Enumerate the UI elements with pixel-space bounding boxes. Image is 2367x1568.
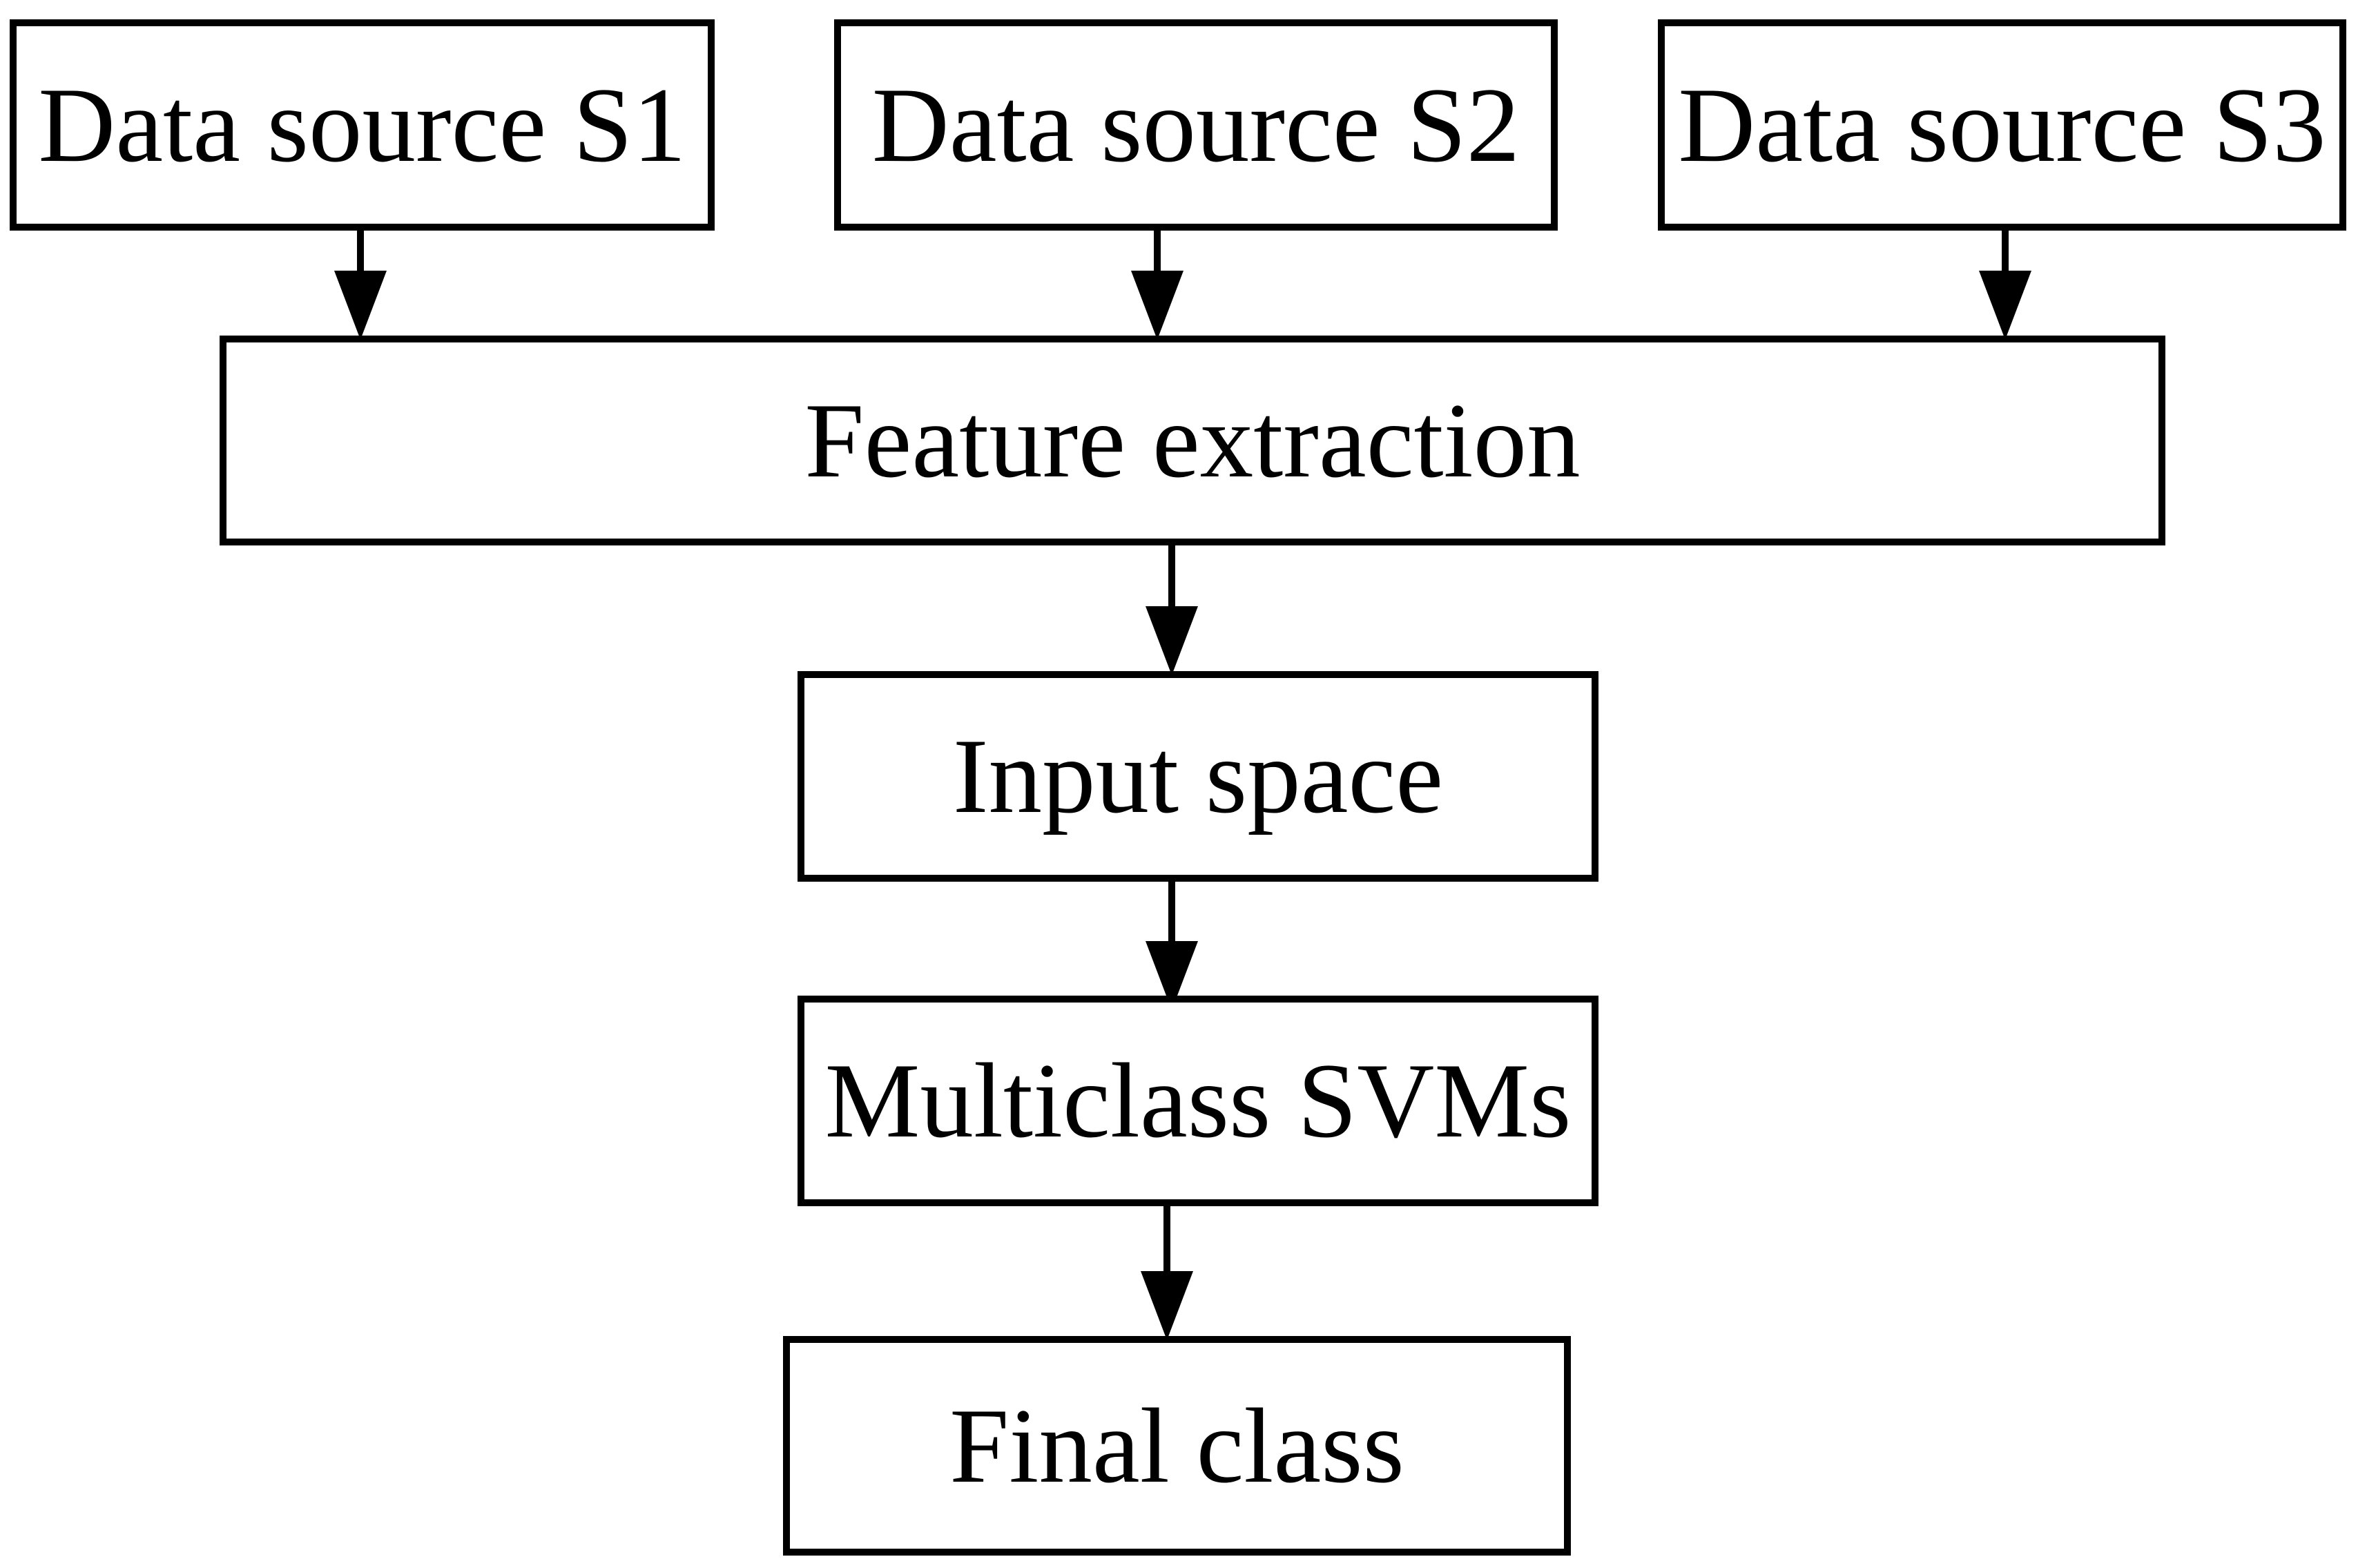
node-final-class-label: Final class <box>949 1386 1404 1505</box>
node-input-space-label: Input space <box>952 717 1444 835</box>
node-data-source-s2: Data source S2 <box>834 19 1558 231</box>
arrow-s1-to-feature <box>334 231 387 340</box>
node-feature-extraction-label: Feature extraction <box>804 380 1581 500</box>
arrow-feature-to-input <box>1146 545 1198 675</box>
node-data-source-s1-label: Data source S1 <box>38 65 686 184</box>
node-input-space: Input space <box>798 671 1598 882</box>
node-feature-extraction: Feature extraction <box>220 336 2165 545</box>
arrow-s3-to-feature <box>1979 231 2031 340</box>
node-data-source-s1: Data source S1 <box>10 19 715 231</box>
arrow-input-to-svm <box>1146 882 1198 1010</box>
node-data-source-s3: Data source S3 <box>1658 19 2346 231</box>
node-data-source-s3-label: Data source S3 <box>1678 65 2326 184</box>
arrow-svm-to-final <box>1141 1206 1193 1340</box>
node-data-source-s2-label: Data source S2 <box>871 65 1520 184</box>
node-multiclass-svms-label: Multiclass SVMs <box>824 1041 1572 1160</box>
node-multiclass-svms: Multiclass SVMs <box>798 996 1598 1206</box>
arrow-s2-to-feature <box>1131 231 1184 340</box>
node-final-class: Final class <box>783 1336 1571 1556</box>
